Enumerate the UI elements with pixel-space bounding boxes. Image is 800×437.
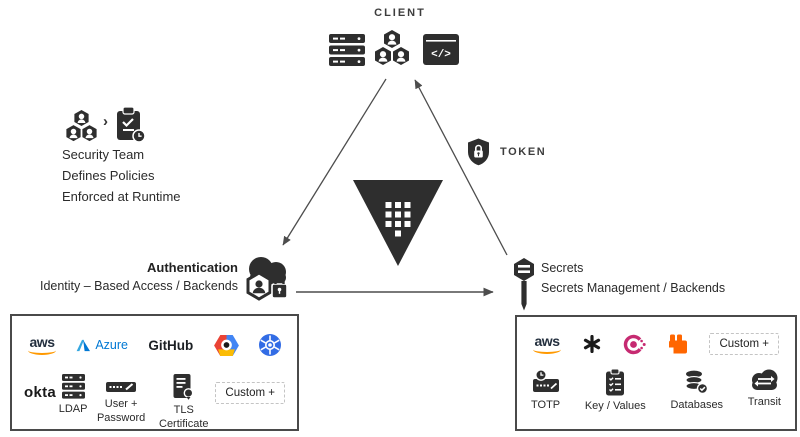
- totp-icon: [532, 369, 559, 392]
- vault-logo-icon: [352, 179, 444, 267]
- databases-icon: [685, 370, 709, 395]
- github-logo: GitHub: [148, 337, 194, 353]
- totp-label: TOTP: [531, 399, 561, 411]
- aws-logo-text: aws: [29, 333, 55, 350]
- code-window-icon: </>: [423, 34, 459, 65]
- aws-logo-text: aws: [534, 332, 560, 349]
- key-values-clipboard-icon: [606, 369, 625, 396]
- security-team-line-3: Enforced at Runtime: [62, 189, 181, 204]
- aws-logo: aws: [533, 332, 561, 354]
- security-team-line-2: Defines Policies: [62, 168, 155, 183]
- transit-label: Transit: [747, 396, 781, 408]
- databases-label: Databases: [670, 399, 724, 411]
- consul-icon: [623, 333, 646, 356]
- azure-triangle-icon: [76, 339, 91, 351]
- secrets-subtitle: Secrets Management / Backends: [541, 281, 726, 295]
- secrets-custom-chip: Custom +: [709, 333, 779, 355]
- user-password-label: User + Password: [96, 398, 146, 424]
- aws-logo: aws: [28, 333, 56, 355]
- google-cloud-icon: [213, 334, 239, 356]
- tls-certificate-icon: [173, 374, 194, 400]
- authentication-cloud-lock-icon: [241, 251, 295, 303]
- key-values-label: Key / Values: [584, 400, 646, 412]
- kubernetes-icon: [258, 334, 281, 356]
- totp-backend: TOTP: [531, 369, 560, 413]
- chevron-right-icon: ›: [103, 113, 108, 130]
- asterisk-icon: [583, 335, 601, 353]
- authentication-subtitle: Identity – Based Access / Backends: [39, 279, 238, 293]
- token-shield-icon: [467, 138, 490, 166]
- ldap-backend: LDAP: [58, 374, 88, 417]
- secrets-title: Secrets: [541, 261, 584, 275]
- azure-logo-text: Azure: [95, 338, 128, 352]
- token-label: TOKEN: [500, 146, 547, 158]
- aws-smile-icon: [28, 346, 56, 355]
- policy-clipboard-icon: [115, 107, 146, 144]
- rabbitmq-icon: [668, 334, 688, 354]
- secrets-key-icon: [512, 257, 536, 311]
- tls-certificate-label: TLS Certificate: [159, 404, 209, 430]
- svg-text:</>: </>: [431, 49, 451, 61]
- transit-cloud-icon: [751, 369, 778, 390]
- user-password-backend: User + Password: [90, 374, 152, 426]
- transit-backend: Transit: [748, 369, 781, 410]
- azure-logo: Azure: [76, 338, 128, 352]
- ldap-server-icon: [61, 374, 85, 399]
- authentication-title: Authentication: [147, 260, 238, 275]
- key-values-backend: Key / Values: [585, 369, 646, 414]
- secrets-backends-box: aws: [515, 315, 797, 431]
- aws-smile-icon: [533, 345, 561, 354]
- auth-custom-chip: Custom +: [215, 382, 285, 404]
- client-label: CLIENT: [374, 7, 426, 19]
- server-stack-icon: [329, 34, 365, 66]
- databases-backend: Databases: [670, 369, 723, 413]
- security-team-line-1: Security Team: [62, 147, 145, 162]
- ldap-label: LDAP: [58, 403, 88, 415]
- okta-logo: okta: [24, 384, 57, 401]
- auth-backends-box: aws Azure GitHub: [10, 314, 299, 431]
- security-team-users-icon: [66, 110, 97, 142]
- tls-certificate-backend: TLS Certificate: [155, 374, 213, 432]
- user-password-icon: [106, 382, 137, 392]
- client-users-group-icon: [375, 30, 409, 66]
